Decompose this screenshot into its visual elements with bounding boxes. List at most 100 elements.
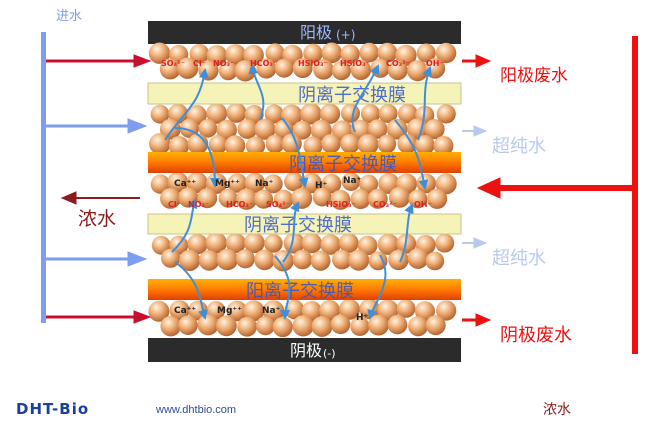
resin-bead (359, 174, 379, 194)
resin-bead (189, 44, 210, 64)
resin-bead (311, 316, 333, 337)
ion-label: Na⁺ (255, 179, 274, 189)
resin-bed-concentrate (150, 171, 457, 210)
cation-membrane-2 (148, 279, 461, 300)
cation-membrane-label-1: 阳离子交换膜 (289, 154, 397, 175)
resin-bead (148, 42, 171, 64)
resin-bead (254, 118, 276, 140)
resin-bead (398, 103, 418, 124)
resin-bead (243, 300, 265, 322)
resin-bead (273, 189, 294, 210)
resin-bead (216, 119, 237, 141)
ion-label: CO₃²⁻ (386, 59, 410, 68)
resin-bead (387, 60, 408, 81)
ion-label: CO₃²⁻ (373, 200, 397, 209)
resin-bead (377, 233, 399, 255)
resin-bead (218, 61, 238, 81)
resin-bead (340, 133, 360, 154)
resin-bead (292, 58, 313, 78)
resin-bead (350, 189, 371, 209)
resin-bead (360, 104, 381, 124)
resin-bead (292, 249, 313, 270)
company-url[interactable]: www.dhtbio.com (156, 404, 237, 416)
resin-bead (225, 233, 246, 253)
resin-bead (235, 249, 255, 269)
concentrate-arrow (60, 191, 140, 205)
resin-bead (350, 316, 370, 336)
ion-label: NO₃⁻ (188, 200, 209, 209)
ion-label: Na⁺ (343, 176, 362, 186)
resin-bead (198, 250, 220, 271)
resin-bead (396, 299, 416, 318)
ion-label: Mg⁺⁺ (217, 306, 242, 316)
resin-bead (281, 133, 302, 154)
electrode-feed-arrows (46, 54, 152, 324)
resin-bead (159, 58, 181, 80)
resin-bead (408, 316, 429, 337)
resin-bead (265, 43, 285, 63)
cathode-sign: (-) (323, 347, 336, 360)
resin-bead (350, 59, 372, 80)
anion-membrane-label-1: 阴离子交换膜 (298, 85, 406, 106)
cation-membrane-label-2: 阳离子交换膜 (246, 281, 354, 302)
resin-bead (150, 174, 171, 194)
anode-chamber-ions: SO₄²⁻Cl⁻NO₃⁻HCO₃⁻HSiO₃⁻HSiO₃⁻CO₃²⁻OH⁻ (161, 59, 444, 68)
resin-bead (274, 58, 294, 78)
ion-label: Cl⁻ (193, 59, 206, 68)
resin-bead (340, 44, 360, 64)
anion-membrane-1 (147, 82, 462, 105)
resin-bead (265, 134, 285, 154)
resin-bead (367, 119, 388, 139)
ion-label: Ca⁺⁺ (174, 306, 196, 316)
resin-bead (387, 314, 408, 335)
resin-bead (303, 43, 323, 64)
resin-bead (359, 42, 380, 63)
ultrapure-arrows (462, 125, 488, 249)
ion-flow-arrows (164, 64, 432, 320)
resin-bead (300, 103, 322, 125)
resin-bead (226, 102, 247, 123)
resin-bead (237, 119, 258, 139)
resin-bead (272, 316, 293, 338)
resin-bead (283, 232, 305, 254)
resin-bead (254, 189, 274, 209)
resin-bead (205, 232, 227, 254)
resin-bead (176, 57, 199, 79)
cathode-feed-manifold (632, 36, 638, 354)
ion-label: HCO₃⁻ (226, 200, 253, 209)
resin-bead (227, 173, 248, 193)
resin-bead (377, 134, 397, 154)
resin-bead (148, 300, 170, 322)
resin-bead (321, 134, 341, 154)
resin-bead (338, 233, 359, 253)
resin-bead (435, 42, 457, 64)
resin-bead (312, 187, 332, 207)
resin-bead (339, 299, 360, 320)
anion-membrane-2 (147, 213, 462, 235)
cation-membrane-1 (148, 152, 461, 173)
cathode-electrode (148, 338, 461, 362)
resin-bead (244, 232, 265, 254)
resin-bead (263, 174, 283, 194)
resin-bead (150, 104, 170, 124)
ion-label: HSiO₃⁻ (326, 200, 356, 209)
resin-bed-cathode (148, 298, 457, 338)
resin-bead (244, 105, 264, 124)
resin-bead (160, 315, 181, 337)
resin-bead (320, 234, 341, 255)
resin-bead (433, 135, 454, 156)
resin-bead (206, 45, 228, 66)
resin-bead (159, 118, 181, 140)
resin-bead (330, 189, 351, 210)
inlet-label: 进水 (56, 9, 82, 24)
resin-bead (397, 133, 418, 154)
resin-bead (427, 188, 448, 209)
concentrate-cations: Ca⁺⁺Mg⁺⁺Na⁺H⁺Na⁺ (174, 176, 362, 191)
anion-membrane-label-2: 阴离子交换膜 (244, 215, 352, 236)
resin-bead (357, 235, 378, 256)
ion-label: Cl⁻ (168, 200, 181, 209)
resin-bead (415, 301, 435, 322)
resin-bead (424, 119, 445, 140)
resin-bead (435, 173, 457, 195)
resin-bead (321, 173, 342, 194)
